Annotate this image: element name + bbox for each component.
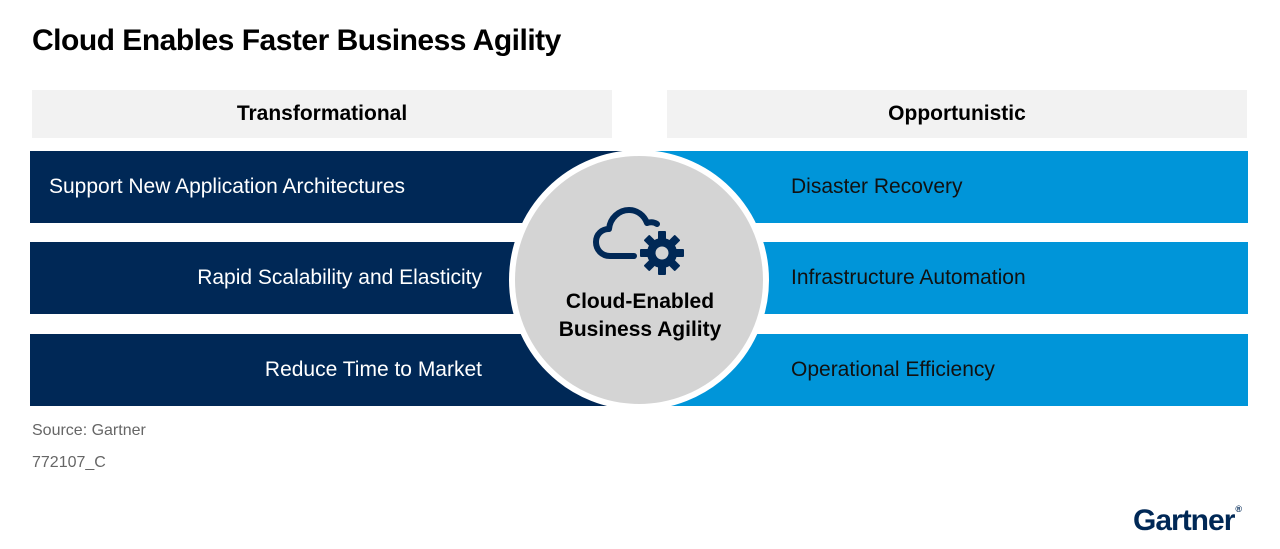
gartner-logo: Gartner® [1133, 504, 1242, 538]
page-title: Cloud Enables Faster Business Agility [32, 24, 561, 57]
logo-text: Gartner [1133, 504, 1235, 537]
transformational-item-3: Reduce Time to Market [30, 334, 640, 406]
transformational-item-1: Support New Application Architectures [30, 151, 640, 223]
header-transformational: Transformational [32, 90, 612, 138]
cloud-gear-icon [593, 207, 684, 275]
center-circle [509, 150, 769, 410]
center-label-line2: Business Agility [558, 318, 722, 341]
header-opportunistic: Opportunistic [667, 90, 1247, 138]
source-note: Source: Gartner [32, 422, 146, 439]
registered-mark-icon: ® [1235, 504, 1242, 514]
center-label: Cloud-Enabled Business Agility [530, 288, 750, 344]
center-label-line1: Cloud-Enabled [565, 290, 715, 313]
figure-id: 772107_C [32, 454, 106, 471]
